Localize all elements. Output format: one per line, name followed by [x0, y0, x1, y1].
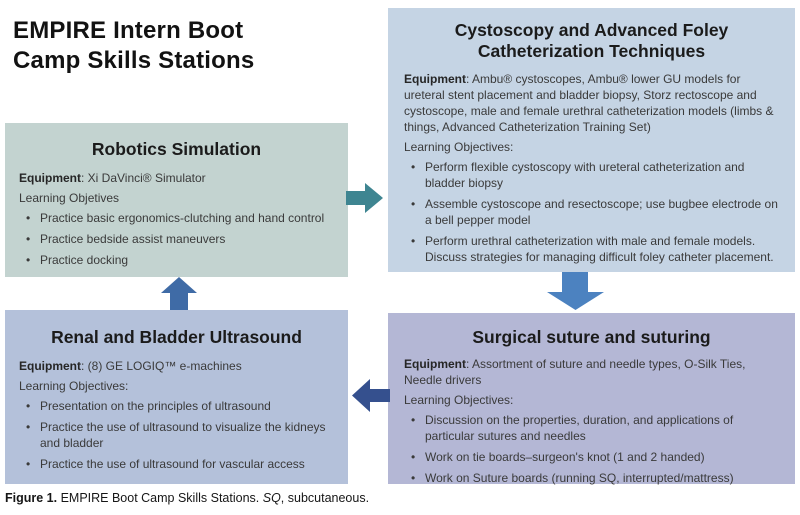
- station-robotics-equipment: Equipment: Xi DaVinci® Simulator: [19, 170, 334, 186]
- bullet-icon: •: [26, 253, 31, 268]
- objective-text: Practice basic ergonomics-clutching and …: [40, 211, 325, 226]
- bullet-icon: •: [26, 232, 31, 247]
- objective-item: • Presentation on the principles of ultr…: [19, 398, 334, 414]
- objective-item: • Work on tie boards–surgeon's knot (1 a…: [404, 449, 779, 465]
- arrow-up-icon: [161, 277, 197, 310]
- bullet-icon: •: [26, 457, 31, 472]
- figure-caption-label: Figure 1.: [5, 491, 58, 505]
- station-robotics: Robotics Simulation Equipment: Xi DaVinc…: [5, 123, 348, 277]
- bullet-icon: •: [411, 471, 416, 486]
- objective-item: • Practice basic ergonomics-clutching an…: [19, 210, 334, 226]
- station-ultrasound-title: Renal and Bladder Ultrasound: [51, 327, 302, 347]
- figure-caption-abbreviation: SQ: [262, 491, 281, 505]
- bullet-icon: •: [411, 159, 416, 174]
- objective-text: Assemble cystoscope and resectoscope; us…: [425, 196, 778, 227]
- objective-item: • Work on Suture boards (running SQ, int…: [404, 470, 779, 486]
- bullet-icon: •: [411, 233, 416, 248]
- bullet-icon: •: [26, 399, 31, 414]
- equipment-label: Equipment: [404, 71, 466, 86]
- objective-text: Perform flexible cystoscopy with uretera…: [425, 159, 745, 190]
- station-cystoscopy-title: Cystoscopy and Advanced Foley Catheteriz…: [454, 20, 729, 62]
- page-title: EMPIRE Intern Boot Camp Skills Stations: [13, 16, 254, 76]
- objective-text: Practice bedside assist maneuvers: [40, 232, 226, 247]
- station-suture-title: Surgical suture and suturing: [472, 327, 711, 347]
- objective-item: • Assemble cystoscope and resectoscope; …: [404, 196, 779, 228]
- objective-item: • Practice docking: [19, 252, 334, 268]
- station-cystoscopy-equipment: Equipment: Ambu® cystoscopes, Ambu® lowe…: [404, 71, 779, 135]
- bullet-icon: •: [26, 420, 31, 435]
- objective-text: Work on tie boards–surgeon's knot (1 and…: [425, 450, 705, 465]
- station-cystoscopy-objectives-label: Learning Objectives:: [404, 139, 514, 154]
- equipment-text: : Xi DaVinci® Simulator: [81, 171, 206, 186]
- figure-caption: Figure 1. EMPIRE Boot Camp Skills Statio…: [5, 491, 369, 505]
- objective-text: Work on Suture boards (running SQ, inter…: [425, 471, 734, 486]
- bullet-icon: •: [411, 450, 416, 465]
- equipment-text: : Ambu® cystoscopes, Ambu® lower GU mode…: [404, 71, 774, 134]
- station-suture-equipment: Equipment: Assortment of suture and need…: [404, 356, 779, 388]
- equipment-label: Equipment: [19, 171, 81, 186]
- equipment-text: : Assortment of suture and needle types,…: [404, 357, 746, 388]
- station-robotics-objectives-label: Learning Objetives: [19, 191, 120, 206]
- arrow-left-icon: [352, 379, 390, 412]
- objective-item: • Perform urethral catheterization with …: [404, 233, 779, 265]
- station-ultrasound-equipment: Equipment: (8) GE LOGIQ™ e-machines: [19, 358, 334, 374]
- objective-text: Discussion on the properties, duration, …: [425, 413, 734, 444]
- arrow-up-shape: [161, 277, 197, 310]
- arrow-down-shape: [547, 272, 604, 310]
- arrow-left-shape: [352, 379, 390, 412]
- figure-caption-text: EMPIRE Boot Camp Skills Stations.: [57, 491, 263, 505]
- page-title-line1: EMPIRE Intern Boot: [13, 17, 244, 44]
- objective-text: Practice docking: [40, 253, 129, 268]
- station-suture-objectives-label: Learning Objectives:: [404, 393, 514, 408]
- objective-text: Practice the use of ultrasound to visual…: [40, 420, 326, 451]
- objective-item: • Practice the use of ultrasound to visu…: [19, 419, 334, 451]
- objective-text: Practice the use of ultrasound for vascu…: [40, 457, 305, 472]
- station-suture: Surgical suture and suturing Equipment: …: [388, 313, 795, 486]
- bullet-icon: •: [411, 413, 416, 428]
- equipment-text: : (8) GE LOGIQ™ e-machines: [81, 359, 242, 374]
- objective-text: Perform urethral catheterization with ma…: [425, 233, 774, 264]
- station-ultrasound-objectives-label: Learning Objectives:: [19, 379, 129, 394]
- station-ultrasound: Renal and Bladder Ultrasound Equipment: …: [5, 310, 348, 484]
- objective-item: • Perform flexible cystoscopy with urete…: [404, 159, 779, 191]
- page-title-line2: Camp Skills Stations: [13, 47, 255, 74]
- objective-item: • Practice the use of ultrasound for vas…: [19, 456, 334, 472]
- arrow-right-shape: [346, 183, 383, 213]
- station-robotics-title: Robotics Simulation: [91, 139, 262, 159]
- arrow-right-icon: [346, 183, 383, 213]
- objective-item: • Practice bedside assist maneuvers: [19, 231, 334, 247]
- bullet-icon: •: [26, 211, 31, 226]
- objective-text: Presentation on the principles of ultras…: [40, 399, 271, 414]
- equipment-label: Equipment: [19, 359, 81, 374]
- objective-item: • Discussion on the properties, duration…: [404, 412, 779, 444]
- equipment-label: Equipment: [404, 357, 466, 372]
- arrow-down-icon: [547, 272, 604, 310]
- station-cystoscopy: Cystoscopy and Advanced Foley Catheteriz…: [388, 8, 795, 272]
- figure-caption-abbr-expansion: , subcutaneous.: [280, 491, 370, 505]
- bullet-icon: •: [411, 196, 416, 211]
